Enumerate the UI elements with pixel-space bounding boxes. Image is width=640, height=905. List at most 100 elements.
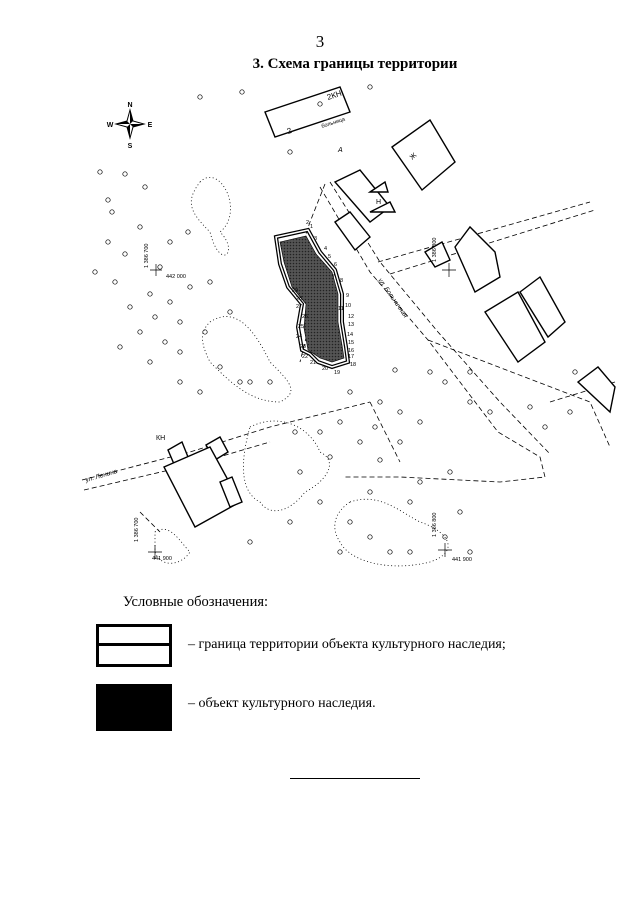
tree-marker <box>357 439 363 445</box>
tree-marker <box>317 499 323 505</box>
tree-marker <box>137 224 143 230</box>
building-code-n: Н <box>376 199 381 206</box>
tree-marker <box>197 94 203 100</box>
tree-marker <box>397 409 403 415</box>
tree-marker <box>487 409 493 415</box>
boundary-point-label: 24 <box>296 334 302 340</box>
boundary-point-label: 20 <box>322 366 328 372</box>
legend-object-symbol <box>96 684 172 731</box>
tree-marker <box>387 549 393 555</box>
tree-marker <box>217 364 223 370</box>
tree-marker <box>167 299 173 305</box>
boundary-point-label: 13 <box>348 322 354 328</box>
tree-marker <box>467 399 473 405</box>
compass-w: W <box>107 122 114 129</box>
boundary-point-label: 15 <box>348 340 354 346</box>
tree-marker <box>187 284 193 290</box>
boundary-point-label: 3 <box>314 236 317 242</box>
legend-boundary-text: – граница территории объекта культурного… <box>188 637 506 652</box>
tree-marker <box>367 489 373 495</box>
legend-object-text: – объект культурного наследия. <box>188 696 376 711</box>
tree-marker <box>572 369 578 375</box>
tree-marker <box>447 469 453 475</box>
tree-marker <box>317 429 323 435</box>
tree-marker <box>239 89 245 95</box>
boundary-point-label: 14 <box>347 332 353 338</box>
legend-heading: Условные обозначения: <box>123 594 269 610</box>
tree-marker <box>467 549 473 555</box>
boundary-point-label: 28 <box>296 296 302 302</box>
tree-marker <box>227 309 233 315</box>
boundary-point-label: 1 <box>310 224 313 230</box>
tree-marker <box>122 251 128 257</box>
boundary-point-label: 19 <box>334 370 340 376</box>
zone-label: А <box>337 147 343 154</box>
coord-441900-left: 441 900 <box>152 556 172 562</box>
tree-marker <box>207 279 213 285</box>
boundary-point-label: 23 <box>300 344 306 350</box>
tree-marker <box>117 344 123 350</box>
compass-n: N <box>127 102 132 109</box>
tree-marker <box>152 314 158 320</box>
tree-marker <box>105 197 111 203</box>
tree-marker <box>292 429 298 435</box>
tree-marker <box>287 149 293 155</box>
tree-marker <box>267 379 273 385</box>
tree-marker <box>185 229 191 235</box>
tree-marker <box>142 184 148 190</box>
street-bolnichnaya: ул. Больничная <box>376 276 409 319</box>
tree-marker <box>147 359 153 365</box>
tree-marker <box>122 171 128 177</box>
boundary-point-label: 25 <box>298 324 304 330</box>
tree-marker <box>442 379 448 385</box>
tree-marker <box>377 399 383 405</box>
compass-s: S <box>128 143 133 150</box>
compass-rose-icon: N S W E <box>107 102 153 150</box>
building-code-kn: КН <box>156 435 165 442</box>
buildings <box>163 86 616 528</box>
building-code-2kn: 2КН <box>326 89 343 102</box>
tree-marker <box>247 379 253 385</box>
tree-marker <box>337 549 343 555</box>
tree-marker <box>92 269 98 275</box>
boundary-point-label: 21 <box>310 360 316 366</box>
tree-marker <box>97 169 103 175</box>
tree-marker <box>337 419 343 425</box>
tree-marker <box>167 239 173 245</box>
vegetation-outlines <box>154 177 449 567</box>
tree-marker <box>527 404 533 410</box>
street-lenina: ул. Ленина <box>84 468 119 484</box>
tree-marker <box>427 369 433 375</box>
boundary-point-label: 10 <box>345 303 351 309</box>
boundary-point-label: 11 <box>338 306 344 312</box>
boundary-point-label: 8 <box>340 278 343 284</box>
tree-marker <box>147 291 153 297</box>
boundary-point-label: 7 <box>332 274 335 280</box>
tree-marker <box>417 479 423 485</box>
boundary-point-label: 12 <box>348 314 354 320</box>
territory-map: N S W E <box>81 84 616 567</box>
tree-marker <box>287 519 293 525</box>
tree-marker <box>177 319 183 325</box>
coord-1386700-left: 1 386 700 <box>144 244 150 268</box>
tree-marker <box>367 84 373 90</box>
boundary-point-label: 2 <box>306 220 309 226</box>
tree-marker <box>327 454 333 460</box>
tree-marker <box>112 279 118 285</box>
coord-1386800-bottom: 1 386 800 <box>432 513 438 537</box>
page-number: 3 <box>315 32 325 51</box>
boundary-point-label: 22 <box>302 354 308 360</box>
tree-marker <box>137 329 143 335</box>
coord-1386700-bottom: 1 386 700 <box>134 518 140 542</box>
boundary-point-label: 17 <box>348 354 354 360</box>
tree-marker <box>567 409 573 415</box>
tree-marker <box>407 549 413 555</box>
boundary-point-label: 29 <box>292 288 298 294</box>
tree-marker <box>372 424 378 430</box>
footer-rule <box>290 778 420 779</box>
tree-marker <box>162 339 168 345</box>
compass-e: E <box>148 122 153 129</box>
tree-marker <box>347 519 353 525</box>
coord-442000: 442 000 <box>166 274 186 280</box>
tree-marker <box>457 509 463 515</box>
